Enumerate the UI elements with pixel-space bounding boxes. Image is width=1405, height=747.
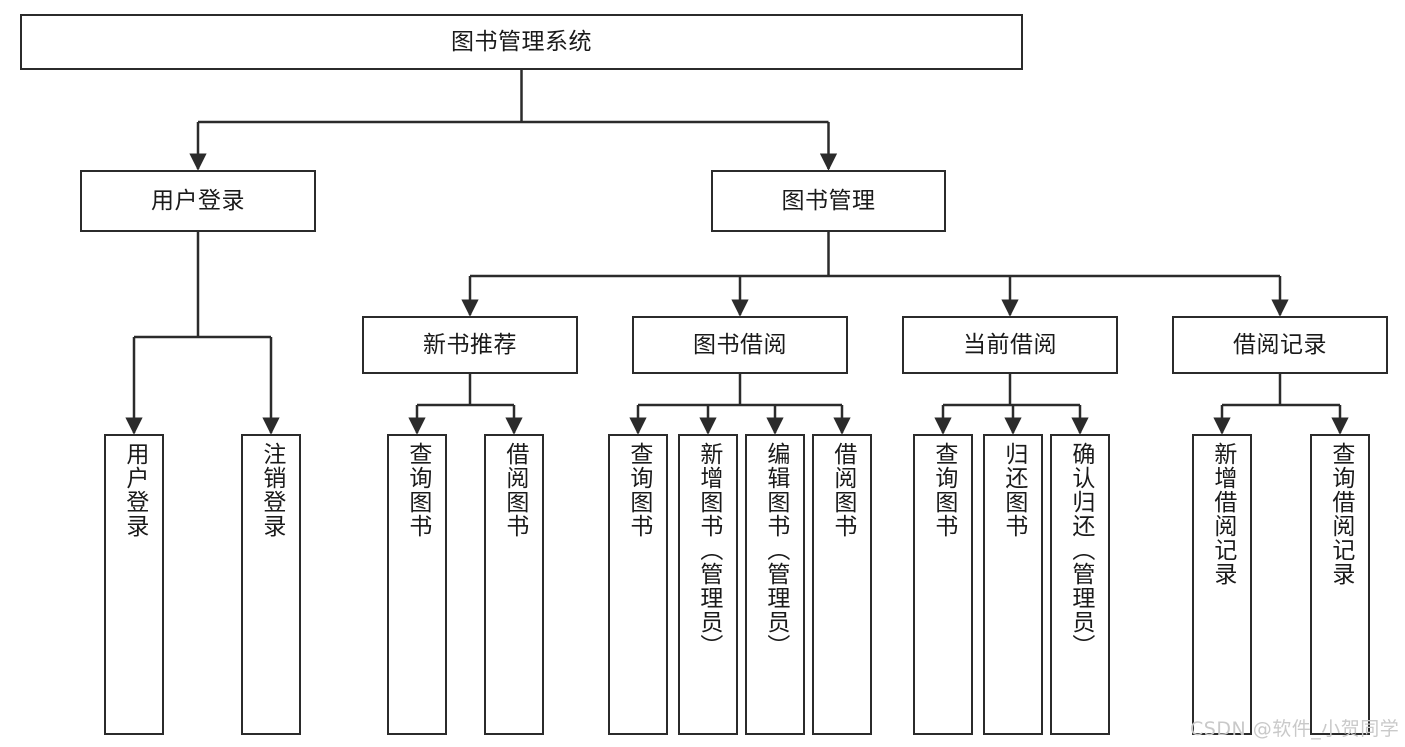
node-label: 新增图书（管理员） bbox=[695, 442, 722, 658]
node-label: 借阅记录 bbox=[1233, 331, 1327, 358]
node-records[interactable]: 借阅记录 bbox=[1172, 316, 1388, 374]
node-leaf-return-book[interactable]: 归还图书 bbox=[983, 434, 1043, 735]
node-label: 借阅图书 bbox=[829, 442, 856, 538]
node-bookmgmt[interactable]: 图书管理 bbox=[711, 170, 946, 232]
node-leaf-borrow-book-1[interactable]: 借阅图书 bbox=[484, 434, 544, 735]
node-current[interactable]: 当前借阅 bbox=[902, 316, 1118, 374]
edge-layer bbox=[125, 70, 1349, 435]
node-label: 归还图书 bbox=[1000, 442, 1027, 538]
node-label: 新书推荐 bbox=[423, 331, 517, 358]
node-label: 借阅图书 bbox=[501, 442, 528, 538]
node-leaf-query-book-1[interactable]: 查询图书 bbox=[387, 434, 447, 735]
node-label: 查询图书 bbox=[404, 442, 431, 538]
node-label: 编辑图书（管理员） bbox=[762, 442, 789, 658]
node-leaf-user-login[interactable]: 用户登录 bbox=[104, 434, 164, 735]
node-leaf-query-book-2[interactable]: 查询图书 bbox=[608, 434, 668, 735]
node-leaf-query-book-3[interactable]: 查询图书 bbox=[913, 434, 973, 735]
node-label: 新增借阅记录 bbox=[1209, 442, 1236, 586]
node-label: 查询图书 bbox=[625, 442, 652, 538]
node-borrow[interactable]: 图书借阅 bbox=[632, 316, 848, 374]
node-label: 用户登录 bbox=[121, 442, 148, 538]
node-label: 图书管理系统 bbox=[451, 28, 592, 55]
node-leaf-logout[interactable]: 注销登录 bbox=[241, 434, 301, 735]
node-leaf-query-record[interactable]: 查询借阅记录 bbox=[1310, 434, 1370, 735]
node-label: 当前借阅 bbox=[963, 331, 1057, 358]
node-leaf-add-record[interactable]: 新增借阅记录 bbox=[1192, 434, 1252, 735]
node-label: 图书管理 bbox=[781, 187, 876, 214]
node-label: 图书借阅 bbox=[693, 331, 787, 358]
node-login[interactable]: 用户登录 bbox=[80, 170, 316, 232]
node-leaf-confirm-return[interactable]: 确认归还（管理员） bbox=[1050, 434, 1110, 735]
node-root[interactable]: 图书管理系统 bbox=[20, 14, 1023, 70]
node-label: 确认归还（管理员） bbox=[1067, 442, 1094, 658]
csdn-watermark: CSDN @软件_小贺同学 bbox=[1190, 718, 1400, 740]
node-label: 用户登录 bbox=[151, 187, 245, 214]
node-newbook[interactable]: 新书推荐 bbox=[362, 316, 578, 374]
node-leaf-add-book[interactable]: 新增图书（管理员） bbox=[678, 434, 738, 735]
node-leaf-edit-book[interactable]: 编辑图书（管理员） bbox=[745, 434, 805, 735]
node-leaf-borrow-book-2[interactable]: 借阅图书 bbox=[812, 434, 872, 735]
node-label: 查询借阅记录 bbox=[1327, 442, 1354, 586]
node-label: 查询图书 bbox=[930, 442, 957, 538]
node-label: 注销登录 bbox=[258, 442, 285, 538]
